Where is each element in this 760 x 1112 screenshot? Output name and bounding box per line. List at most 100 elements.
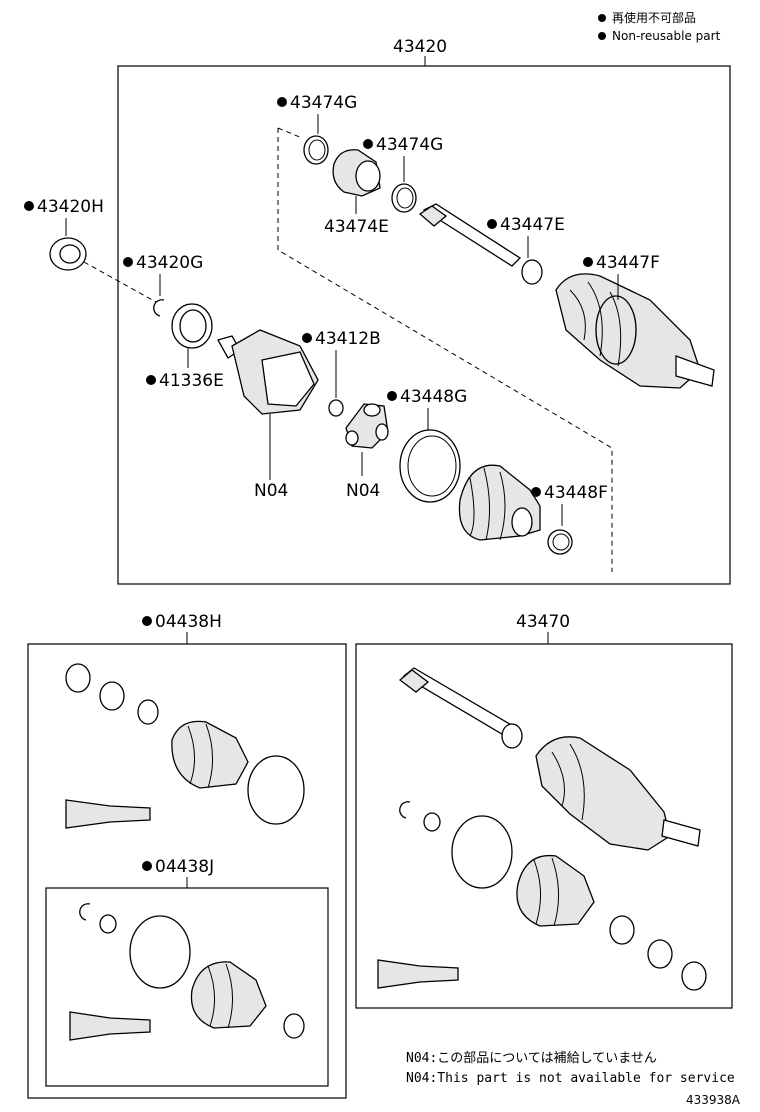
part-drive-shaft[interactable] [418,203,715,389]
boot-fold [187,725,195,785]
small-clamp-inner [552,533,570,551]
non-reusable-bullet-icon [302,333,312,343]
boot-fold [569,289,586,341]
part-label-N04-tripod: N04 [346,481,380,501]
part-label-43420G: 43420G [136,253,203,273]
snap-ring-icon [399,801,411,819]
clamp-inner [396,187,414,209]
part-41336E[interactable]: 41336E [146,303,224,391]
footnote-jp: N04:この部品については補給していません [406,1051,657,1066]
tripod-roller [363,403,381,417]
dashed-guide [277,128,613,572]
part-label-43474E: 43474E [324,217,389,237]
boot-clamp-icon [595,295,637,365]
boot-fold [609,291,622,367]
boot-clamp-icon [399,429,461,503]
shaft-spline [418,205,448,227]
clamp-icon [99,681,125,711]
boot-fold [551,751,565,807]
small-clamp-icon [137,699,159,725]
tripod-roller [375,423,389,441]
kit-box-04438J [45,887,329,1087]
boot-fold [551,857,560,927]
non-reusable-bullet-icon [487,219,497,229]
part-outer-housing[interactable]: N04 [217,329,319,501]
part-label-41336E: 41336E [159,371,224,391]
kit-43470-parts [377,667,707,991]
boot-clamp-icon [451,815,513,889]
snap-ring-icon [99,914,117,934]
outer-boot-icon [555,273,701,389]
non-reusable-bullet-icon [142,861,152,871]
kit-04438J-parts [69,903,305,1041]
non-reusable-bullet-icon [583,257,593,267]
clamp-inner [308,139,326,161]
part-43412B[interactable]: 43412B [302,329,381,417]
assembly-label-43420[interactable]: 43420 [393,37,447,57]
part-tripod[interactable]: N04 [345,403,389,501]
part-label-43448F: 43448F [544,483,608,503]
part-inboard-boot[interactable] [458,464,541,541]
part-label-43474G-a: 43474G [290,93,357,113]
shaft-spline [398,669,430,693]
part-label-43420H: 43420H [37,197,104,217]
part-43474E[interactable]: 43474E [324,149,389,237]
part-43474G-b[interactable]: 43474G [363,135,443,213]
grease-tube-icon [65,799,151,829]
small-clamp-icon [283,1013,305,1039]
dashed-guide [277,127,303,139]
part-43448F[interactable]: 43448F [531,483,608,555]
part-label-43447E: 43447E [500,215,565,235]
part-43447F[interactable]: 43447F [583,253,660,365]
kit-label-04438J[interactable]: 04438J [155,857,214,877]
small-clamp-icon [521,259,543,285]
small-clamp-icon [501,723,523,749]
clamp-icon [681,961,707,991]
clamp-icon [65,663,91,693]
part-43447E[interactable]: 43447E [487,215,565,285]
part-43474G-a[interactable]: 43474G [277,93,357,165]
boot-fold [587,281,603,357]
legend-jp: 再使用不可部品 [612,10,696,25]
boot-clamp-icon [247,755,305,825]
bearing-inner [59,244,81,264]
boot-clamp-inner [407,435,457,497]
boot-neck [511,507,533,537]
boot-fold [499,471,506,541]
non-reusable-bullet-icon [142,616,152,626]
clamp-icon [609,915,635,945]
boot-fold [569,743,585,821]
boot-fold [225,963,234,1029]
dust-cover-inner [179,309,207,343]
kit-04438H-parts [65,663,305,829]
part-43448G[interactable]: 43448G [387,387,467,503]
non-reusable-bullet-icon [123,257,133,267]
boot-fold [207,965,215,1027]
housing-opening [261,351,315,407]
tripod-roller [345,430,359,446]
grease-tube-icon [69,1011,151,1041]
kit-box-43470 [355,643,733,1009]
snap-ring-icon [423,812,441,832]
outer-spline [661,819,701,847]
part-label-43448G: 43448G [400,387,467,407]
non-reusable-bullet-icon [277,97,287,107]
non-reusable-bullet-icon [531,487,541,497]
outer-spline [675,355,715,387]
kit-box-04438H [27,643,347,1099]
boot-fold [533,859,542,925]
part-43420G[interactable]: 43420G [123,253,203,317]
kit-label-04438H[interactable]: 04438H [155,612,222,632]
non-reusable-bullet-icon [598,32,606,40]
non-reusable-bullet-icon [598,14,606,22]
part-label-N04-housing: N04 [254,481,288,501]
part-43420H[interactable]: 43420H [24,197,104,271]
grease-tube-icon [377,959,459,989]
boot-clamp-icon [129,915,191,989]
non-reusable-bullet-icon [363,139,373,149]
dashed-guide [83,261,157,303]
kit-label-43470[interactable]: 43470 [516,612,570,632]
snap-ring-icon [79,903,91,921]
snap-ring-icon [153,299,165,317]
